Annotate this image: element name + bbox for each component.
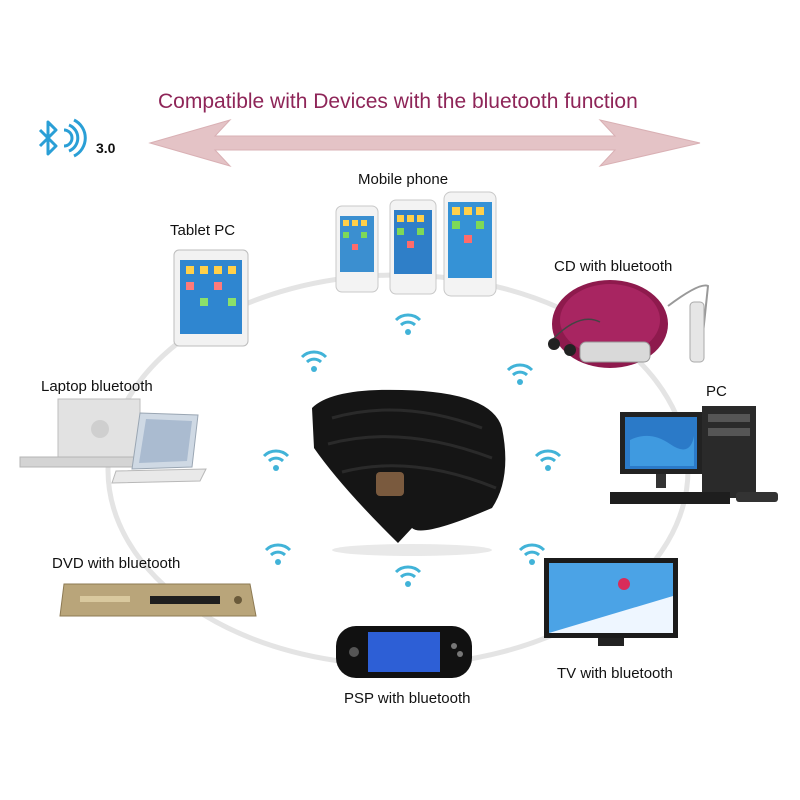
wireless-signal-icon bbox=[300, 350, 328, 372]
mobile-phone-icon bbox=[335, 191, 497, 297]
bluetooth-version: 3.0 bbox=[96, 140, 116, 156]
wireless-signal-icon bbox=[534, 449, 562, 471]
wireless-signal-icon bbox=[518, 543, 546, 565]
wireless-signal-icon bbox=[394, 313, 422, 335]
tablet-icon bbox=[173, 249, 249, 347]
device-label-cd-player: CD with bluetooth bbox=[554, 258, 673, 275]
wireless-signal-icon bbox=[262, 449, 290, 471]
device-label-tablet: Tablet PC bbox=[170, 222, 236, 239]
device-label-pc: PC bbox=[706, 383, 727, 400]
knit-beanie-hat-icon bbox=[312, 389, 506, 556]
device-label-mobile-phone: Mobile phone bbox=[358, 171, 449, 188]
device-label-laptop: Laptop bluetooth bbox=[41, 378, 153, 395]
wireless-signal-icon bbox=[264, 543, 292, 565]
cd-player-icon bbox=[548, 280, 710, 368]
device-label-tv: TV with bluetooth bbox=[557, 665, 673, 682]
dvd-player-icon bbox=[59, 583, 257, 617]
device-label-dvd-player: DVD with bluetooth bbox=[52, 555, 181, 572]
wireless-signal-icon bbox=[506, 363, 534, 385]
device-label-psp: PSP with bluetooth bbox=[344, 690, 471, 707]
psp-console-icon bbox=[336, 626, 472, 678]
bluetooth-icon bbox=[38, 118, 87, 158]
wireless-signal-icon bbox=[394, 565, 422, 587]
compatibility-headline: Compatible with Devices with the bluetoo… bbox=[158, 90, 638, 113]
desktop-pc-icon bbox=[610, 406, 778, 504]
tv-icon bbox=[544, 558, 678, 646]
laptop-icon bbox=[19, 398, 207, 484]
